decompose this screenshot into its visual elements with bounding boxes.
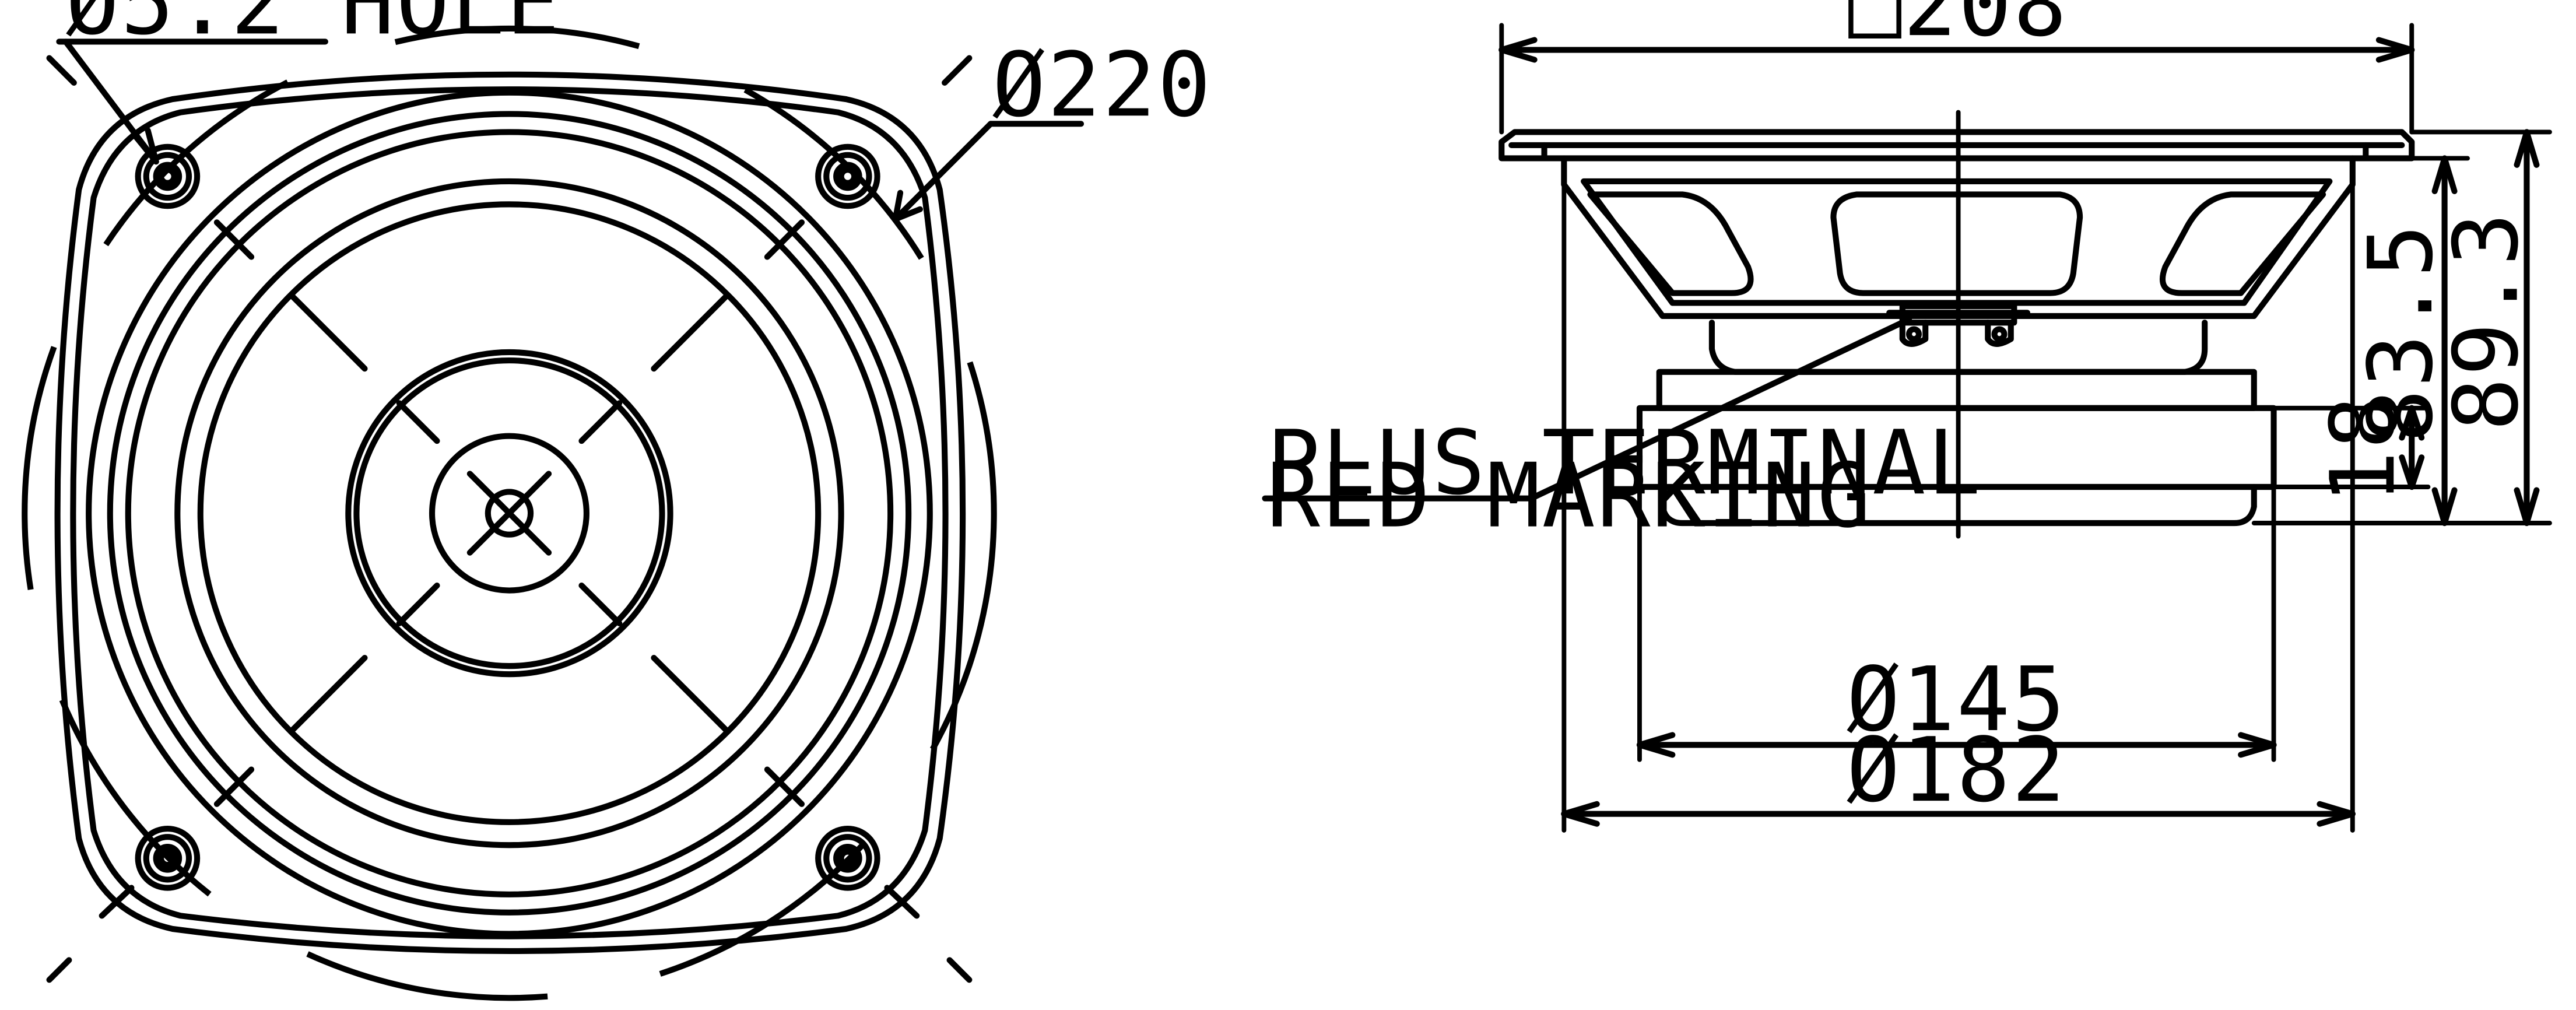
mounting-hole-tr: [815, 143, 880, 209]
mounting-hole-tl: [135, 143, 201, 209]
back-plate: [1659, 483, 2257, 527]
cone-ring-2: [197, 201, 822, 825]
basket-outline: [1561, 155, 2356, 320]
outer-diameter-label: Ø220: [992, 33, 1213, 136]
dust-cap-outer: [345, 349, 673, 678]
mounting-circle-dashed: [22, 25, 997, 1001]
diagonal-marks: [46, 55, 973, 983]
center-cross-b: [466, 471, 552, 556]
mounting-hole-br: [815, 825, 880, 891]
frame-outline-outer: [54, 71, 966, 955]
terminal-note-leader: [1528, 316, 1912, 502]
surround-ring-1: [86, 89, 933, 937]
body-depth-label: 83.5: [2349, 222, 2452, 443]
frame-outline-inner: [70, 86, 949, 939]
depth-label: 89.3: [2435, 211, 2538, 432]
side-view: □208 89.3 83.5 18 Ø145 Ø182 PLUS TERMINA…: [1262, 0, 2552, 833]
mounting-hole-bl: [135, 825, 201, 891]
front-view: Ø5.2 HOLE Ø220: [22, 0, 1213, 1001]
frame-square-label: □208: [1848, 0, 2069, 56]
terminal-block: [1886, 303, 2030, 347]
terminal-note-line1: PLUS TERMINAL: [1266, 411, 1982, 514]
basket-window-center: [1830, 191, 2083, 296]
basket-window-left: [1587, 191, 1754, 296]
surround-ring-3: [125, 129, 894, 897]
terminal-note-line2: RED MARKING: [1266, 444, 1872, 548]
dust-cap-inner: [353, 357, 665, 669]
diameter-leader-arrowhead: [892, 190, 923, 222]
basket-inner: [1581, 178, 2333, 306]
cone-ring-1: [174, 178, 844, 848]
center-pole: [429, 433, 589, 594]
basket-diameter-label: Ø182: [1847, 718, 2067, 822]
frame-flange: [1498, 129, 2415, 162]
basket-window-right: [2160, 191, 2326, 296]
surround-ring-2: [107, 111, 912, 916]
hole-leader-arrowhead: [131, 127, 159, 165]
magnet-diameter-label: Ø145: [1847, 648, 2067, 751]
diameter-leader-line: [892, 121, 994, 222]
hole-label: Ø5.2 HOLE: [66, 0, 561, 54]
magnet-height-label: 18: [2311, 394, 2414, 504]
center-mark-circle: [485, 489, 534, 538]
